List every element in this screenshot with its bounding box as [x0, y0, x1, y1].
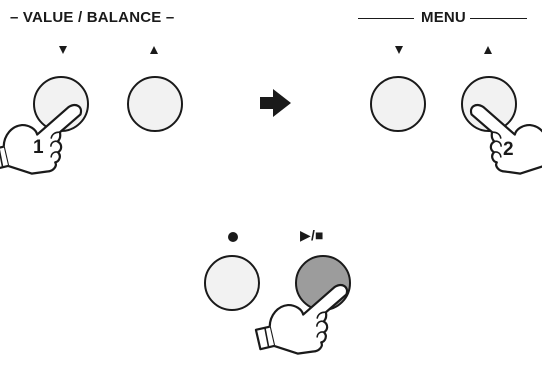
menu-down-arrow-icon: [395, 46, 403, 54]
menu-up-arrow-icon: [484, 46, 492, 54]
finger-number-2: 2: [503, 139, 514, 160]
next-step-arrow-icon: [260, 89, 291, 117]
record-button[interactable]: [205, 256, 259, 310]
finger-number-1: 1: [33, 137, 44, 158]
menu-down-button[interactable]: [371, 77, 425, 131]
record-dot-icon: [228, 232, 238, 242]
balance-up-arrow-icon: [150, 46, 158, 54]
balance-up-button[interactable]: [128, 77, 182, 131]
value-down-arrow-icon: [59, 46, 67, 54]
